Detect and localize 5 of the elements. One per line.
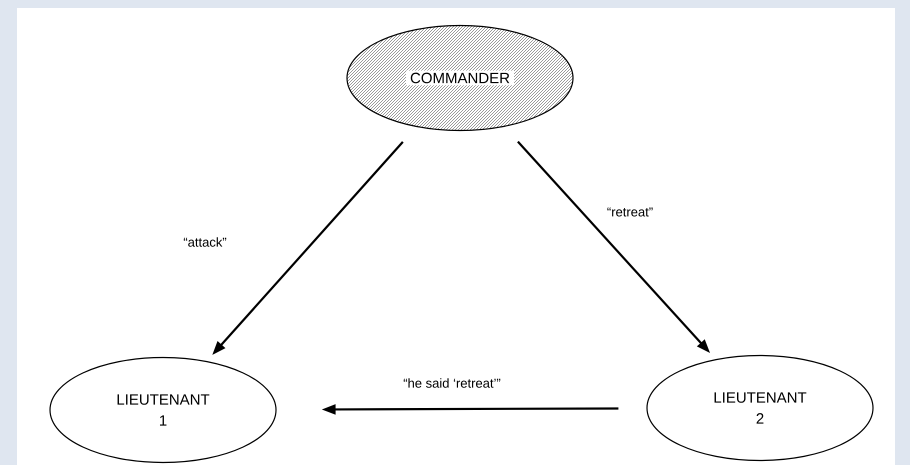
ellipse-node: COMMANDER: [346, 24, 574, 132]
ellipse-node: LIEUTENANT 2: [646, 354, 874, 462]
edge-label: “he said ‘retreat’”: [402, 377, 502, 389]
ellipse-node: LIEUTENANT 1: [49, 356, 277, 464]
edge-label: “attack”: [182, 236, 228, 248]
